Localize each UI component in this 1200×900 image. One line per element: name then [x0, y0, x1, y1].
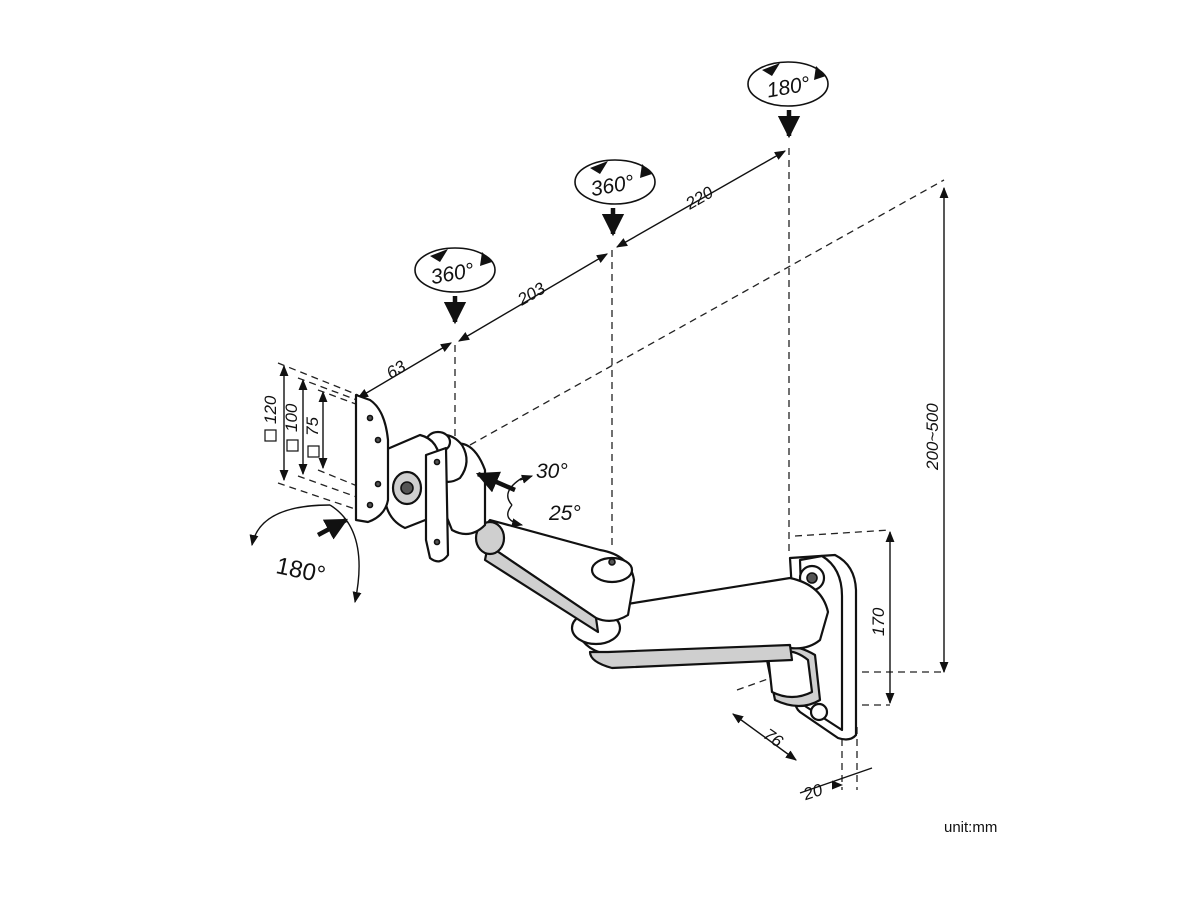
vesa-square-icon-75: [307, 445, 320, 458]
dim-label-wall-plate-width: 76: [760, 725, 787, 752]
rotate-arrow-icon: [430, 249, 448, 262]
rotation-marker-arm: 360°: [574, 159, 656, 237]
wall-plate: [763, 553, 858, 741]
tilt-indicator: 30° 25°: [475, 460, 581, 528]
rotate-arrow-icon: [640, 164, 652, 178]
dim-label-head-offset: 63: [383, 356, 409, 382]
tilt-down-label: 25°: [548, 502, 581, 525]
dimension-lines: [279, 150, 949, 794]
vesa-square-icon-100: [286, 439, 299, 452]
vesa-square-icon-120: [264, 429, 277, 442]
head-bracket: [383, 433, 450, 563]
dim-label-height-range: 200~500: [923, 403, 942, 471]
projection-lines: [454, 148, 945, 790]
tilt-up-arrow-icon: [519, 474, 534, 484]
rotation-marker-head: 360°: [414, 247, 496, 325]
rotate-arrow-icon: [590, 161, 608, 174]
rotate-arrow-icon: [762, 63, 780, 76]
rotate-arrow-icon: [480, 252, 492, 266]
dim-label-arm-2: 220: [682, 182, 717, 213]
dim-label-wall-plate-depth: 20: [800, 780, 825, 804]
vesa-plate: [354, 393, 390, 524]
tilt-up-label: 30°: [536, 460, 568, 483]
rotate-arrow-icon: [814, 66, 826, 80]
dim-label-vesa-75: 75: [303, 417, 322, 436]
first-arm: [482, 518, 636, 634]
swivel-arrow-icon: [249, 504, 331, 547]
tilt-pointer-icon: [475, 471, 516, 493]
dim-label-wall-plate-height: 170: [869, 607, 888, 636]
dim-label-vesa-100: 100: [282, 403, 301, 432]
swivel-indicator: 180°: [249, 504, 362, 604]
swivel-label: 180°: [274, 552, 328, 589]
swivel-arrow-icon: [329, 504, 362, 604]
pivot-arrow-icon: [316, 518, 348, 540]
tilt-down-arrow-icon: [507, 504, 524, 528]
rotation-marker-wall: 180°: [747, 61, 829, 139]
dim-label-vesa-120: 120: [261, 395, 280, 424]
unit-label: unit:mm: [944, 819, 997, 836]
tilt-arc-icon: [507, 477, 523, 506]
